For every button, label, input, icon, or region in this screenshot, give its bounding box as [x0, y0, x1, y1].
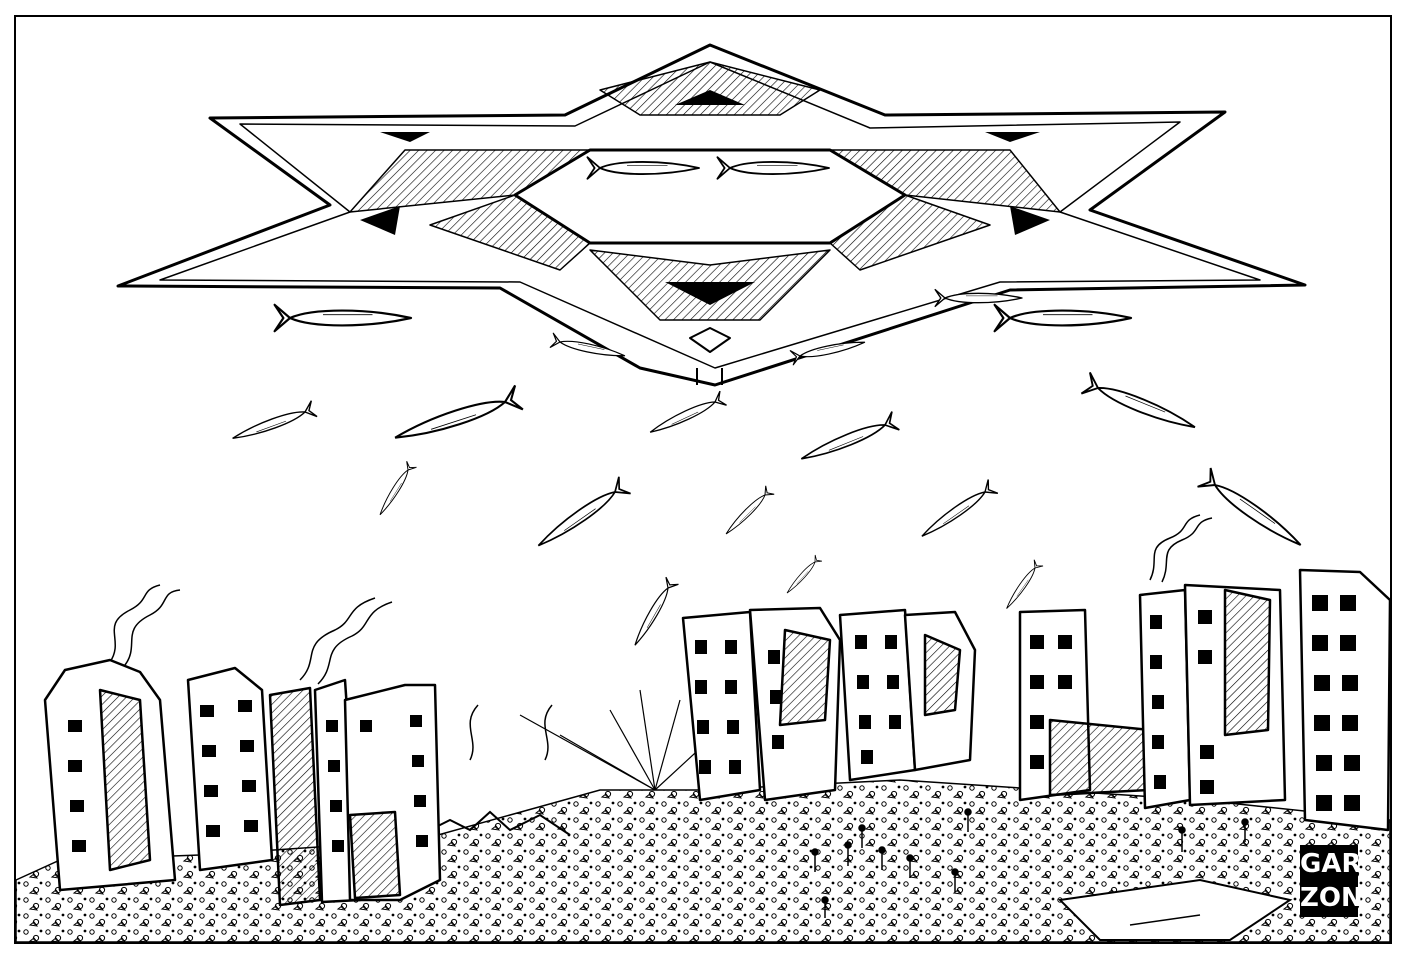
missile-11: [783, 554, 823, 597]
building-left-3: [268, 686, 322, 907]
building-right-2: [1048, 718, 1152, 797]
signature-line-1: GAR: [1300, 849, 1362, 879]
missile-5: [796, 410, 901, 469]
people-figures: [811, 808, 1249, 918]
missile-9: [916, 478, 999, 544]
building-windows: [68, 595, 1360, 852]
missile-12: [1001, 559, 1044, 613]
missile-10: [1196, 467, 1309, 556]
hull-ribbing: [349, 61, 1061, 321]
ruined-buildings: [43, 568, 1392, 907]
missile-6: [374, 460, 417, 519]
hull-vents: [360, 90, 1050, 305]
star-spaceship: [116, 43, 1307, 387]
smoke-plumes: [109, 514, 1213, 761]
artist-signature: [1300, 845, 1358, 917]
signature-line-2: ZON: [1300, 883, 1363, 913]
missile-3: [646, 390, 728, 440]
missile-1: [229, 400, 318, 447]
missile-7: [531, 475, 632, 555]
signature-text: GAR ZON: [1300, 847, 1363, 915]
building-center-3: [838, 608, 917, 782]
missile-13: [628, 576, 680, 650]
building-center-1: [681, 610, 762, 802]
rubble-ground: [15, 779, 1391, 943]
missile-4: [1080, 371, 1201, 439]
missile-8: [721, 485, 775, 539]
missile-2: [390, 384, 524, 451]
building-left-2: [186, 666, 274, 872]
